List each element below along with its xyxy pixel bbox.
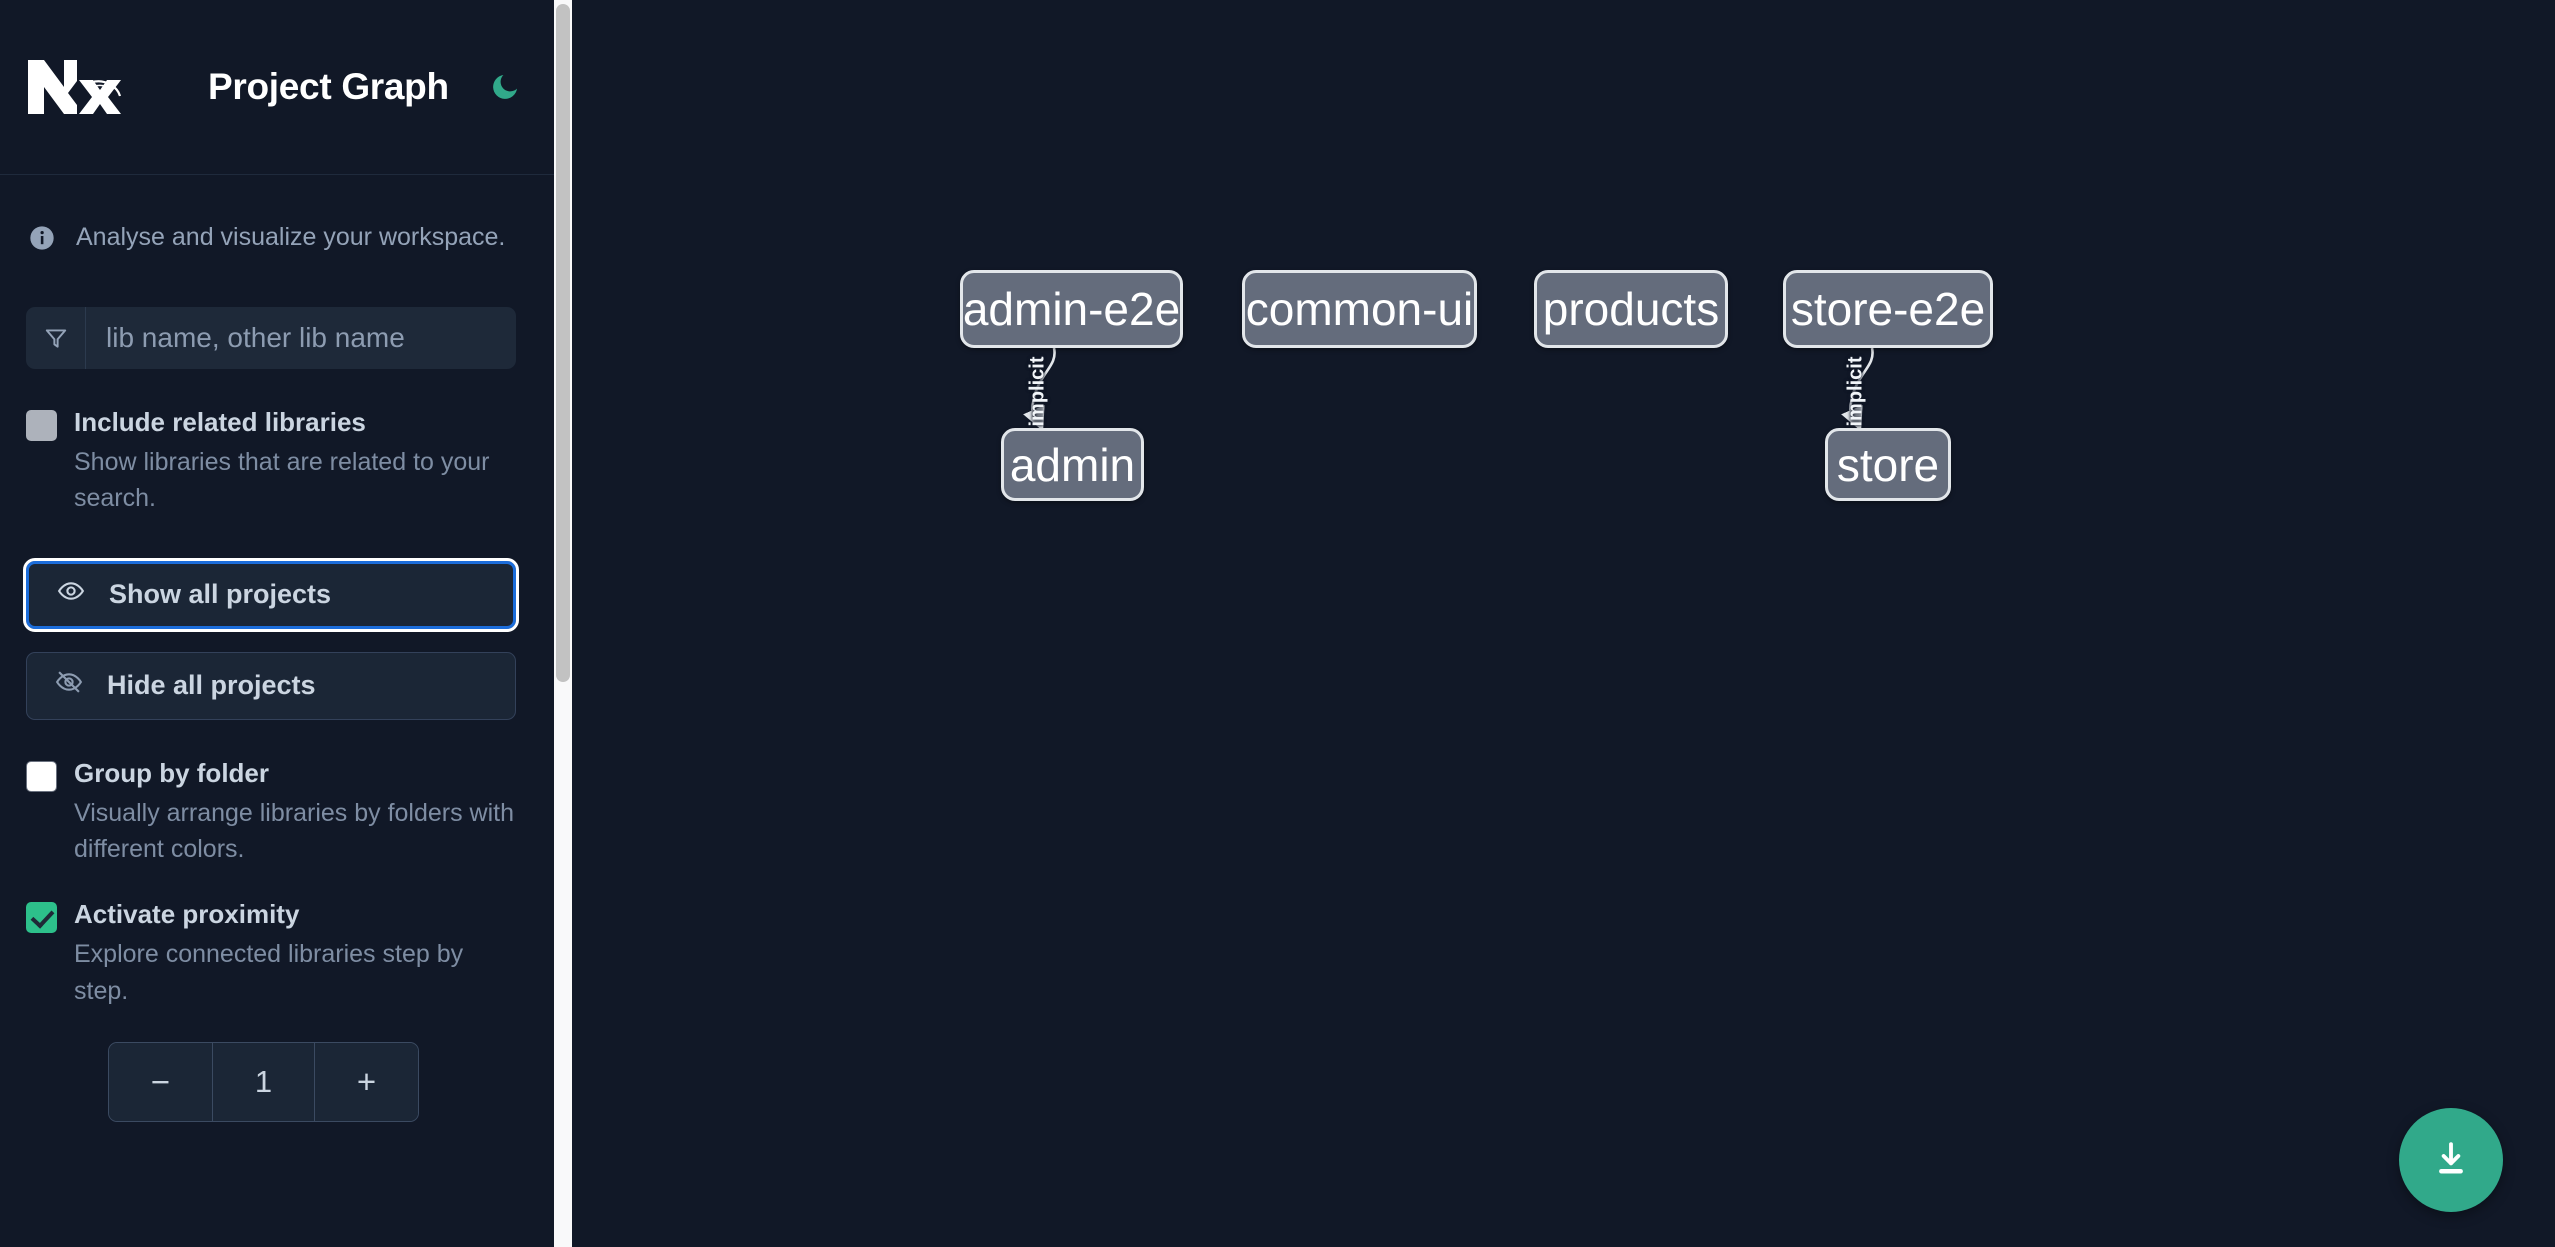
show-all-projects-label: Show all projects	[109, 579, 332, 610]
filter-box[interactable]	[26, 307, 516, 369]
option-include-related-libraries[interactable]: Include related libraries Show libraries…	[0, 369, 554, 517]
edge-label-store-implicit: implicit	[1844, 356, 1867, 427]
graph-node-products[interactable]: products	[1534, 270, 1728, 348]
sidebar-header: Project Graph	[0, 0, 554, 175]
graph-edges	[1023, 347, 1874, 432]
download-icon	[2430, 1138, 2472, 1183]
activate-proximity-description: Explore connected libraries step by step…	[74, 940, 464, 1005]
moon-icon[interactable]	[483, 65, 527, 109]
proximity-stepper-wrap: − 1 +	[0, 1009, 554, 1122]
download-graph-button[interactable]	[2399, 1108, 2503, 1212]
hide-all-projects-label: Hide all projects	[107, 670, 316, 701]
sidebar-scrollbar-thumb[interactable]	[556, 4, 570, 682]
option-activate-proximity[interactable]: Activate proximity Explore connected lib…	[0, 867, 554, 1009]
workspace-info-text: Analyse and visualize your workspace.	[76, 223, 506, 251]
show-all-projects-button[interactable]: Show all projects	[23, 557, 519, 632]
graph-node-common-ui[interactable]: common-ui	[1242, 270, 1477, 348]
sidebar: Project Graph Analyse and visualize your…	[0, 0, 554, 1247]
group-by-folder-label: Group by folder	[74, 757, 269, 788]
nx-logo-icon	[26, 56, 122, 118]
hide-all-projects-button[interactable]: Hide all projects	[26, 651, 516, 720]
graph-node-store-e2e[interactable]: store-e2e	[1783, 270, 1993, 348]
proximity-value: 1	[212, 1042, 315, 1121]
workspace-info: Analyse and visualize your workspace.	[0, 175, 554, 252]
activate-proximity-label: Activate proximity	[74, 899, 300, 930]
group-by-folder-checkbox[interactable]	[26, 760, 57, 792]
funnel-filter-icon	[26, 307, 86, 369]
include-related-libraries-checkbox[interactable]	[26, 410, 57, 441]
graph-canvas[interactable]: admin-e2e common-ui products store-e2e a…	[554, 0, 2555, 1247]
include-related-libraries-label: Include related libraries	[74, 407, 366, 437]
option-group-by-folder[interactable]: Group by folder Visually arrange librari…	[0, 720, 554, 868]
graph-node-admin-e2e[interactable]: admin-e2e	[960, 270, 1183, 348]
proximity-stepper: − 1 +	[108, 1041, 419, 1122]
activate-proximity-checkbox[interactable]	[26, 902, 57, 934]
eye-icon	[57, 577, 85, 612]
page-title: Project Graph	[208, 66, 449, 107]
graph-node-store[interactable]: store	[1825, 428, 1951, 501]
filter-section	[0, 252, 554, 369]
info-circle-icon	[28, 224, 56, 252]
group-by-folder-description: Visually arrange libraries by folders wi…	[74, 798, 515, 863]
proximity-decrement-button[interactable]: −	[109, 1042, 212, 1121]
graph-node-admin[interactable]: admin	[1001, 428, 1144, 501]
proximity-increment-button[interactable]: +	[315, 1042, 418, 1121]
search-input[interactable]	[86, 307, 516, 369]
eye-off-icon	[55, 668, 83, 703]
edge-label-admin-implicit: implicit	[1026, 356, 1049, 427]
project-visibility-buttons: Show all projects Hide all projects	[0, 517, 554, 720]
include-related-libraries-description: Show libraries that are related to your …	[74, 448, 490, 513]
